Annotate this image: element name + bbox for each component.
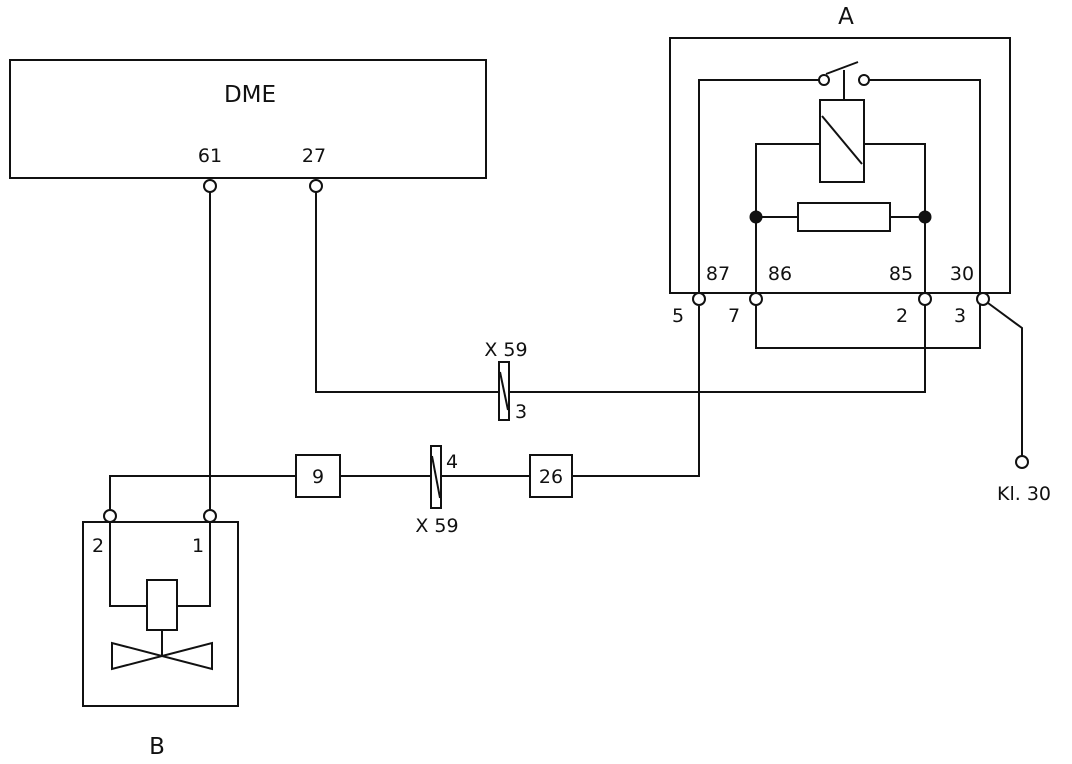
terminal-valve-1 bbox=[203, 509, 217, 523]
connector-x59-upper-hatch bbox=[499, 371, 509, 411]
relay-coil-diagonal bbox=[821, 115, 863, 165]
connector-x59-lower-pin: 4 bbox=[446, 451, 458, 473]
wire-valve2-to-9 bbox=[109, 475, 296, 510]
valve-actuator bbox=[146, 579, 178, 631]
junction-9-box bbox=[295, 454, 341, 498]
junction-dot-right bbox=[918, 210, 932, 224]
terminal-kl30 bbox=[1015, 455, 1029, 469]
junction-9-label: 9 bbox=[312, 466, 324, 488]
relay-conn-5-label: 5 bbox=[672, 305, 684, 327]
terminal-relay-85 bbox=[918, 292, 932, 306]
connector-x59-upper-label: X 59 bbox=[484, 339, 527, 361]
dme-box bbox=[9, 59, 487, 179]
wire-relay30-supply bbox=[987, 302, 1023, 456]
relay-pin-87-label: 87 bbox=[706, 263, 730, 285]
connector-x59-upper: X 59 3 bbox=[484, 339, 527, 423]
relay-wire-85 bbox=[864, 143, 926, 293]
relay-conn-7-label: 7 bbox=[728, 305, 740, 327]
relay-conn-2-label: 2 bbox=[896, 305, 908, 327]
relay-conn-3-label: 3 bbox=[954, 305, 966, 327]
valve-pin-1-label: 1 bbox=[192, 535, 204, 557]
connector-x59-lower-hatch bbox=[431, 455, 441, 499]
valve-label: B bbox=[149, 734, 165, 760]
switch-contact-right bbox=[858, 74, 870, 86]
wire-relay86-bridge bbox=[755, 303, 981, 349]
terminal-relay-86 bbox=[749, 292, 763, 306]
terminal-dme-27 bbox=[309, 179, 323, 193]
dme-pin-27-label: 27 bbox=[302, 145, 326, 167]
relay-wire-87 bbox=[698, 79, 820, 293]
supply-label: Kl. 30 bbox=[997, 483, 1051, 505]
connector-x59-lower-label: X 59 bbox=[415, 515, 458, 537]
relay-unit: A 87 86 85 30 5 7 2 3 bbox=[669, 4, 1011, 327]
valve-pin-2-label: 2 bbox=[92, 535, 104, 557]
valve-unit: 2 1 B bbox=[82, 521, 239, 760]
relay-resistor bbox=[797, 202, 891, 232]
dme-label: DME bbox=[224, 82, 276, 108]
terminal-valve-2 bbox=[103, 509, 117, 523]
valve-wedge-right bbox=[158, 641, 213, 671]
terminals bbox=[103, 179, 1029, 523]
terminal-dme-61 bbox=[203, 179, 217, 193]
switch-blade bbox=[825, 61, 859, 75]
junction-26-box bbox=[529, 454, 573, 498]
connector-x59-upper-pin: 3 bbox=[515, 401, 527, 423]
wire-26-relay87 bbox=[572, 306, 700, 477]
relay-wire-86 bbox=[755, 143, 820, 293]
dme-unit: DME 61 27 bbox=[9, 59, 487, 179]
junction-dot-left bbox=[749, 210, 763, 224]
dme-pin-61-label: 61 bbox=[198, 145, 222, 167]
junction-9: 9 bbox=[295, 454, 341, 498]
terminal-relay-30 bbox=[976, 292, 990, 306]
relay-pin-30-label: 30 bbox=[950, 263, 974, 285]
valve-wire-2 bbox=[109, 522, 147, 607]
relay-pin-86-label: 86 bbox=[768, 263, 792, 285]
switch-contact-left bbox=[818, 74, 830, 86]
relay-label: A bbox=[838, 4, 854, 30]
relay-wire-30 bbox=[868, 79, 981, 293]
valve-wedge-left bbox=[111, 641, 166, 671]
connector-x59-lower: 4 X 59 bbox=[415, 445, 459, 537]
junction-26-label: 26 bbox=[539, 466, 563, 488]
valve-wire-1 bbox=[177, 522, 211, 607]
terminal-relay-87 bbox=[692, 292, 706, 306]
relay-pin-85-label: 85 bbox=[889, 263, 913, 285]
junction-26: 26 bbox=[529, 454, 573, 498]
